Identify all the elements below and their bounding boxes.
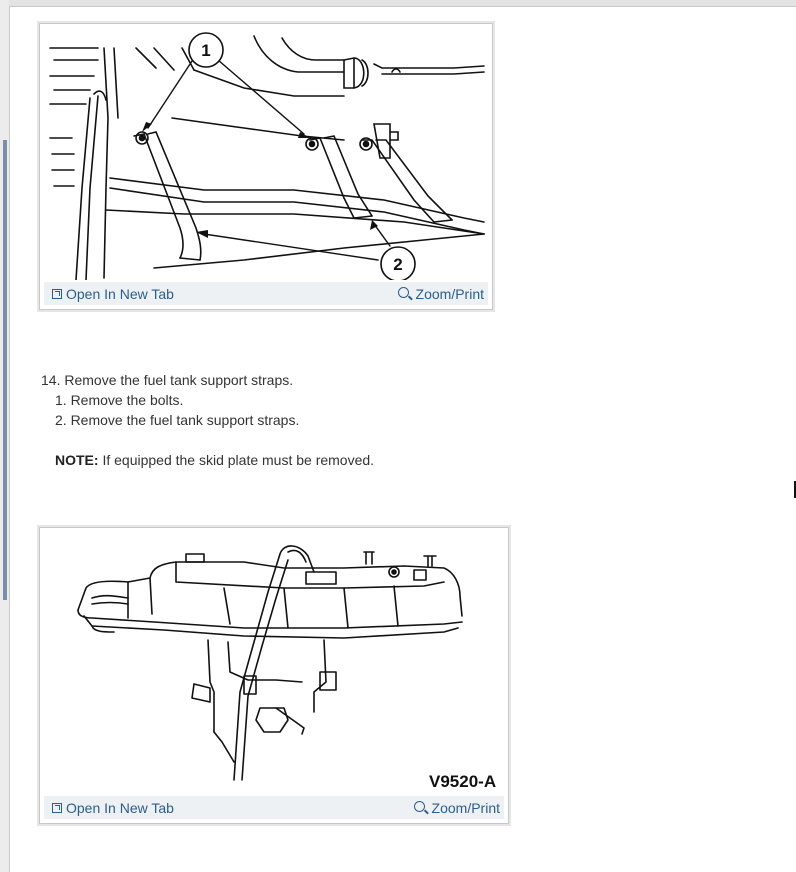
- note-label: NOTE:: [55, 452, 99, 468]
- open-in-new-tab-icon: [52, 803, 62, 813]
- open-in-new-tab-link[interactable]: Open In New Tab: [52, 800, 174, 816]
- callout-2-label: 2: [393, 255, 402, 274]
- substep-2: 2. Remove the fuel tank support straps.: [55, 412, 300, 428]
- zoom-print-link[interactable]: Zoom/Print: [413, 800, 500, 816]
- text-cursor: [794, 481, 796, 498]
- callout-1-circle: [188, 32, 224, 68]
- zoom-print-label: Zoom/Print: [415, 286, 484, 302]
- callout-1-label: 1: [201, 41, 210, 60]
- top-window-edge: [9, 0, 796, 7]
- magnifier-zoom-icon: [413, 801, 429, 815]
- figure1-footer: Open In New Tab Zoom/Print: [44, 282, 488, 305]
- figure-code-label: V9520-A: [429, 772, 497, 791]
- note: NOTE: If equipped the skid plate must be…: [41, 450, 374, 470]
- open-in-new-tab-icon: [52, 289, 62, 299]
- step-heading: 14. Remove the fuel tank support straps.: [41, 372, 294, 388]
- zoom-print-link[interactable]: Zoom/Print: [397, 286, 484, 302]
- note-text: If equipped the skid plate must be remov…: [98, 452, 375, 468]
- procedure-step-14: 14. Remove the fuel tank support straps.…: [41, 370, 374, 470]
- figure-fuel-strap-bolts: 1 2 Open In New Tab Zoom/Print: [39, 23, 493, 310]
- figure-fuel-tank: V9520-A Open In New Tab Zoom/Print: [39, 527, 509, 824]
- diagram-fuel-tank: V9520-A: [44, 532, 504, 794]
- magnifier-zoom-icon: [397, 287, 413, 301]
- open-in-new-tab-label: Open In New Tab: [66, 800, 174, 816]
- zoom-print-label: Zoom/Print: [431, 800, 500, 816]
- left-window-edge: [0, 0, 10, 872]
- figure2-footer: Open In New Tab Zoom/Print: [44, 796, 504, 819]
- strap-bolt-drawing: 1 2: [49, 32, 485, 282]
- substep-1: 1. Remove the bolts.: [55, 392, 184, 408]
- diagram-fuel-strap-bolts: 1 2: [44, 28, 488, 282]
- scrollbar-thumb[interactable]: [3, 140, 7, 600]
- open-in-new-tab-link[interactable]: Open In New Tab: [52, 286, 174, 302]
- open-in-new-tab-label: Open In New Tab: [66, 286, 174, 302]
- fuel-tank-drawing: [77, 545, 463, 781]
